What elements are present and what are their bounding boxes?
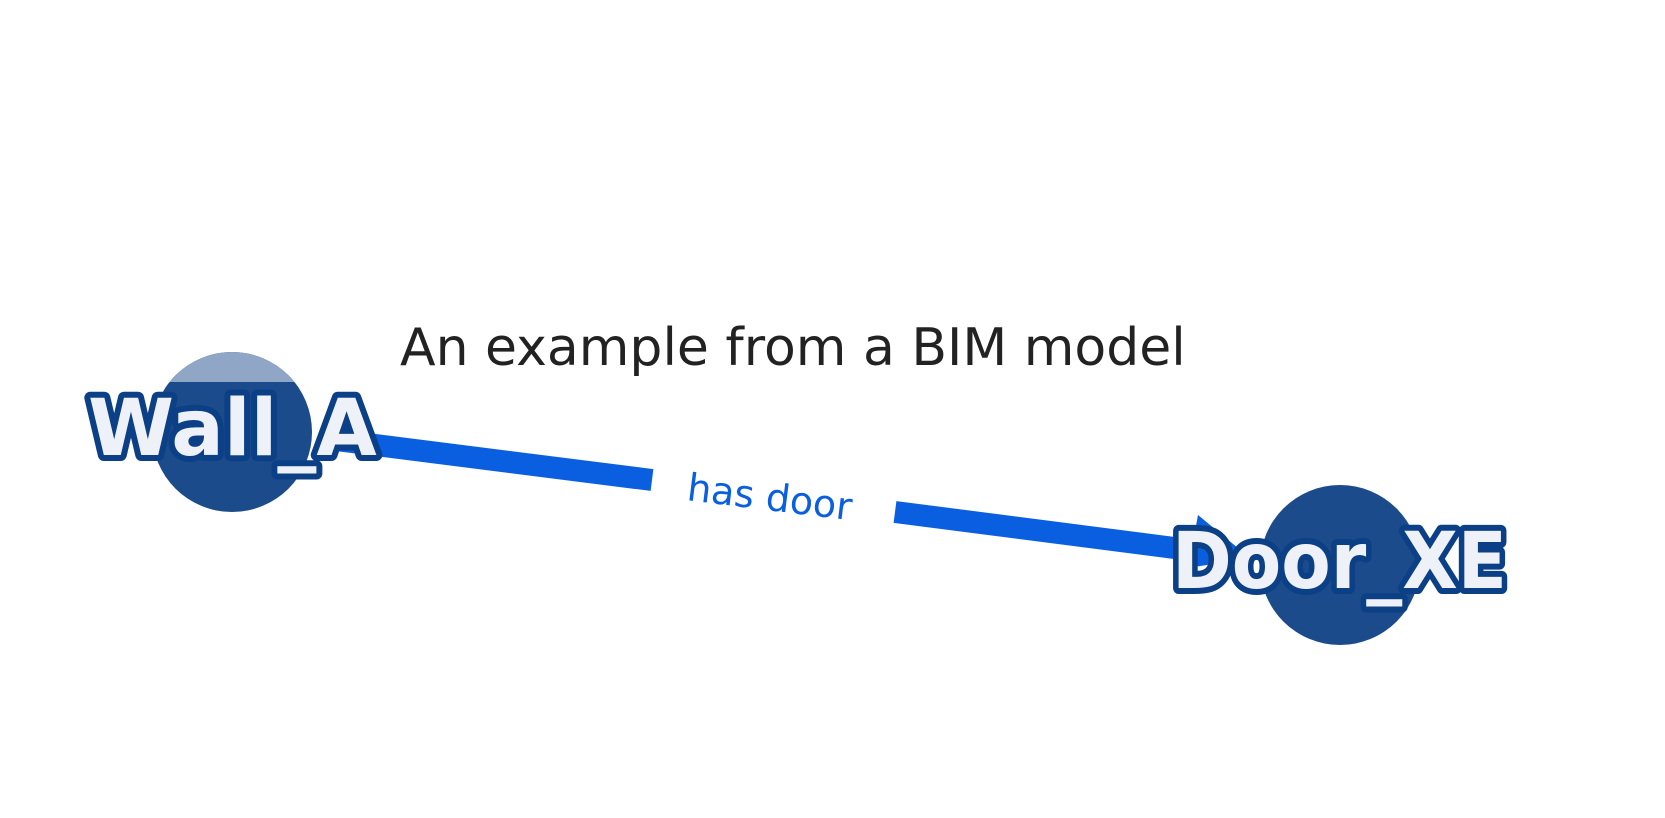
edge-line-segment-start <box>318 427 654 491</box>
node-door-xe[interactable]: Door_XE <box>1166 485 1513 645</box>
edge-has-door[interactable]: has door <box>318 427 1250 568</box>
edge-label: has door <box>685 465 855 529</box>
node-label: Door_XE <box>1172 517 1507 607</box>
node-wall-a[interactable]: Wall_A <box>82 340 383 512</box>
edge-arrowhead <box>1188 515 1250 568</box>
node-label: Wall_A <box>88 384 377 474</box>
edge-line-segment-end <box>893 501 1192 561</box>
node-circle <box>1260 485 1420 645</box>
node-circle <box>152 352 312 512</box>
node-highlight <box>152 352 312 382</box>
diagram-title: An example from a BIM model <box>400 318 1186 378</box>
